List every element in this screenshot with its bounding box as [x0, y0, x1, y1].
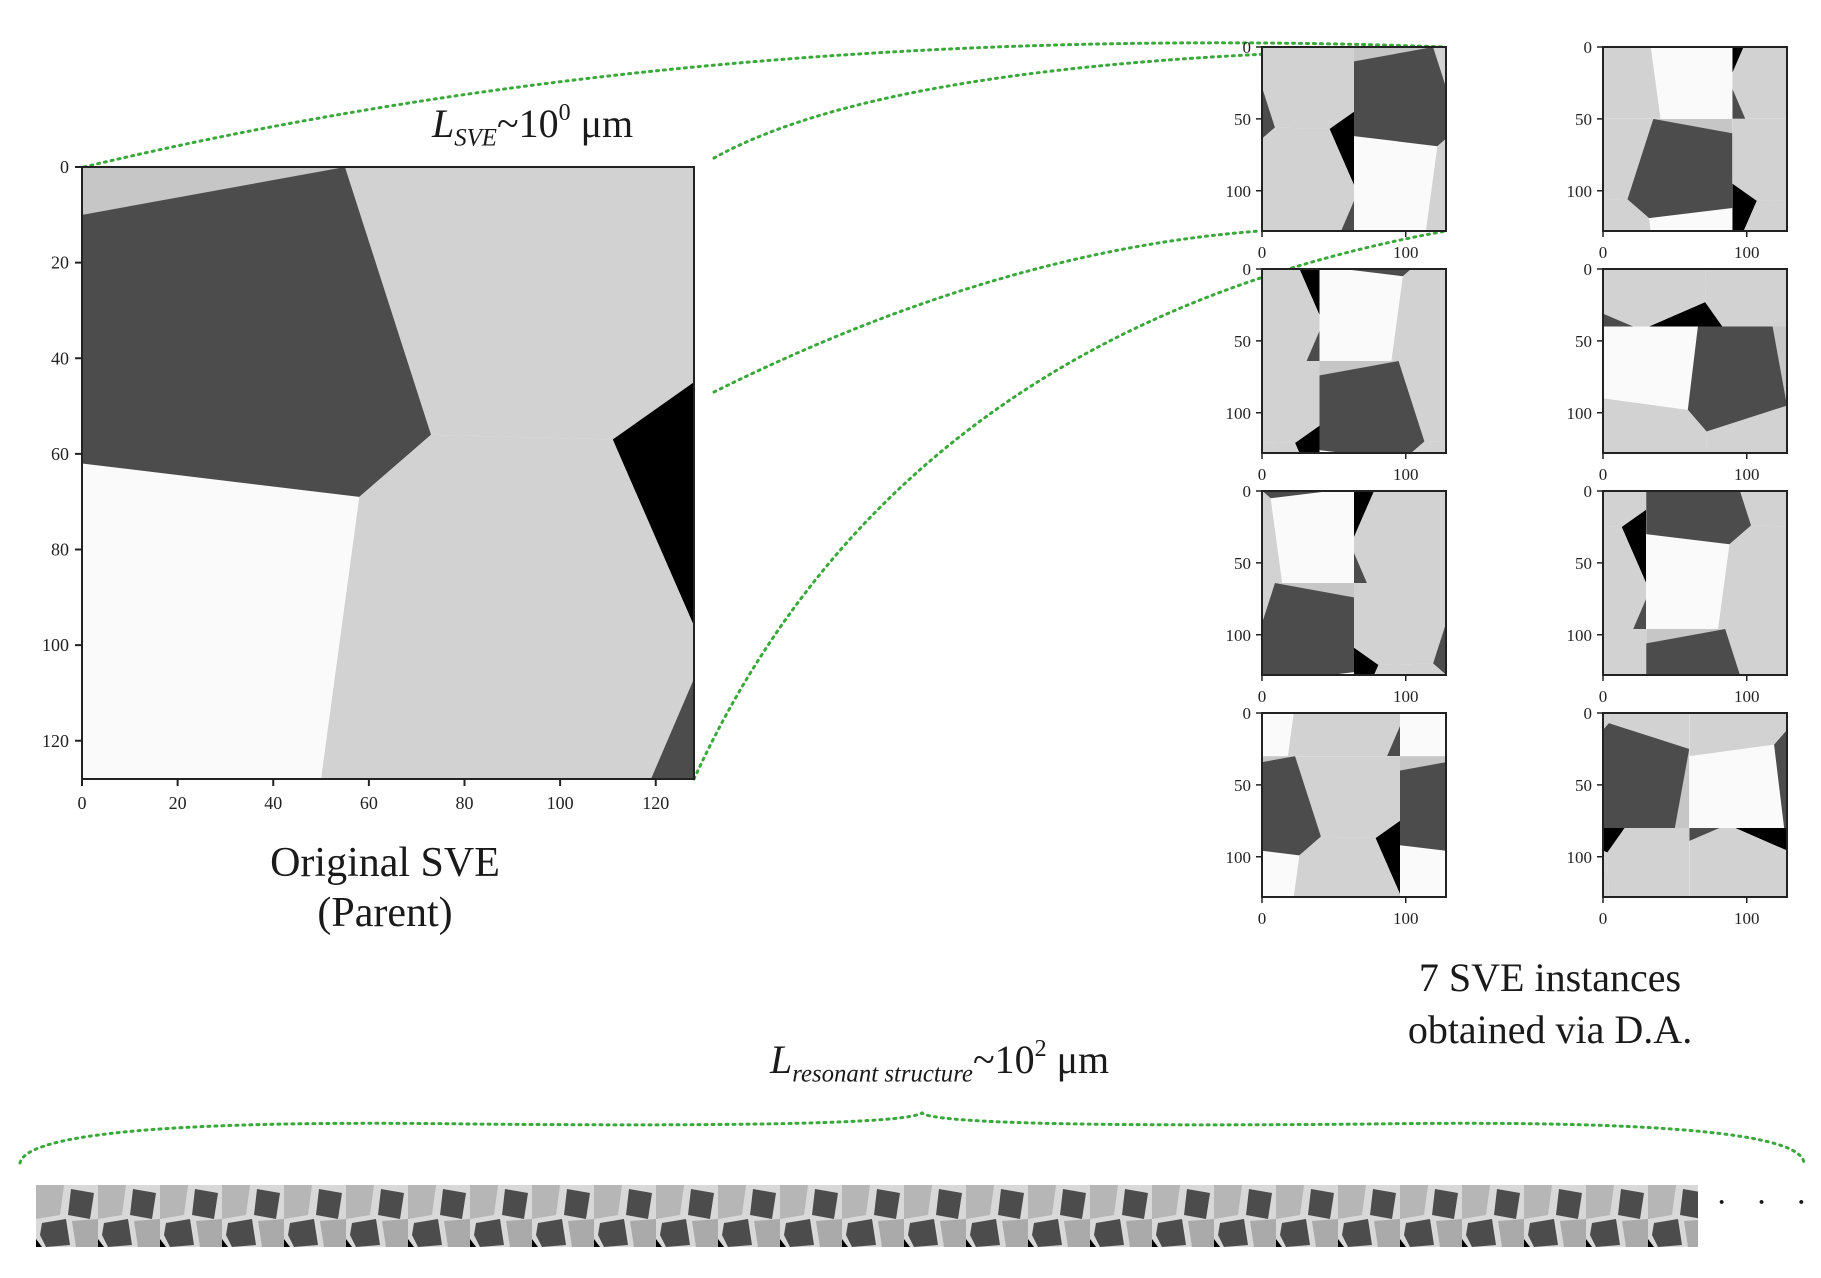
instance-y-tick-label: 50 — [1575, 332, 1592, 351]
parent-x-tick-label: 20 — [169, 793, 187, 813]
parent-y-tick-label: 100 — [42, 635, 69, 655]
instance-y-tick-label: 50 — [1234, 776, 1251, 795]
parent-x-tick-label: 80 — [456, 793, 474, 813]
connector-line — [712, 229, 1262, 394]
instances-caption: 7 SVE instances obtained via D.A. — [1340, 952, 1760, 1056]
parent-sve-plot: 0 20 40 60 80 100 120 0 20 40 60 80 100 120 — [42, 157, 695, 813]
sve-instance: 0 50 100 0 100 — [1226, 260, 1447, 484]
instance-y-tick-label: 50 — [1234, 332, 1251, 351]
instance-x-tick-label: 100 — [1734, 909, 1760, 928]
connector-line — [18, 1111, 1806, 1165]
sve-instance: 0 50 100 0 100 — [1567, 260, 1788, 484]
instance-x-tick-label: 0 — [1599, 465, 1608, 484]
instance-y-tick-label: 100 — [1226, 626, 1252, 645]
instance-y-tick-label: 100 — [1226, 404, 1252, 423]
instance-y-tick-label: 50 — [1575, 554, 1592, 573]
instance-y-tick-label: 0 — [1243, 704, 1252, 723]
instances-caption-line1: 7 SVE instances — [1418, 955, 1682, 1000]
sve-instance: 0 50 100 0 100 — [1226, 482, 1447, 706]
instance-x-tick-label: 0 — [1258, 687, 1267, 706]
instance-y-tick-label: 0 — [1584, 482, 1593, 501]
parent-y-tick-label: 60 — [51, 444, 69, 464]
instance-y-tick-label: 0 — [1584, 38, 1593, 57]
instance-x-tick-label: 100 — [1734, 243, 1760, 262]
instance-x-tick-label: 100 — [1393, 909, 1419, 928]
parent-x-tick-label: 100 — [547, 793, 574, 813]
parent-x-tick-label: 120 — [642, 793, 669, 813]
instances-caption-line2: obtained via D.A. — [1407, 1007, 1693, 1052]
sve-instance-frame — [1261, 46, 1447, 232]
parent-caption: Original SVE (Parent) — [220, 838, 550, 938]
instance-x-tick-label: 0 — [1599, 687, 1608, 706]
connector-line — [82, 41, 1448, 169]
parent-x-tick-label: 60 — [360, 793, 378, 813]
instance-x-tick-label: 0 — [1258, 465, 1267, 484]
sve-instance-grid: 0 50 100 0 100 0 50 100 0 100 0 50 100 0 100 0 50 100 0 100… — [1226, 38, 1788, 928]
sve-instance: 0 50 100 0 100 — [1567, 482, 1788, 706]
instance-y-tick-label: 0 — [1243, 482, 1252, 501]
instance-x-tick-label: 100 — [1393, 465, 1419, 484]
instance-y-tick-label: 0 — [1584, 260, 1593, 279]
sve-instance-frame — [1261, 268, 1447, 454]
resonant-structure-strip — [36, 1185, 1698, 1247]
instance-y-tick-label: 100 — [1567, 182, 1593, 201]
parent-y-tick-label: 120 — [42, 731, 69, 751]
parent-x-tick-label: 40 — [264, 793, 282, 813]
continuation-ellipsis: · · · — [1716, 1184, 1817, 1221]
instance-y-tick-label: 100 — [1567, 404, 1593, 423]
parent-microstructure — [82, 167, 694, 779]
sve-instance-frame — [1261, 490, 1447, 676]
sve-instance-frame — [1602, 268, 1788, 454]
parent-x-tick-label: 0 — [78, 793, 87, 813]
sve-length-scale: LSVE~100 μm — [432, 100, 634, 152]
instance-y-tick-label: 100 — [1567, 626, 1593, 645]
instance-x-tick-label: 100 — [1734, 687, 1760, 706]
instance-x-tick-label: 100 — [1734, 465, 1760, 484]
instance-y-tick-label: 50 — [1234, 110, 1251, 129]
parent-y-tick-label: 40 — [51, 348, 69, 368]
sve-instance: 0 50 100 0 100 — [1567, 38, 1788, 262]
sve-instance-frame — [1602, 712, 1788, 898]
instance-y-tick-label: 0 — [1243, 260, 1252, 279]
parent-y-tick-label: 80 — [51, 540, 69, 560]
strip-tiles — [36, 1185, 1698, 1247]
sve-instance-frame — [1261, 712, 1447, 898]
instance-y-tick-label: 0 — [1584, 704, 1593, 723]
instance-x-tick-label: 0 — [1599, 243, 1608, 262]
sve-instance: 0 50 100 0 100 — [1226, 38, 1447, 262]
connector-line — [692, 229, 1448, 781]
resonant-length-scale: Lresonant structure~102 μm — [770, 1036, 1110, 1088]
instance-y-tick-label: 100 — [1226, 848, 1252, 867]
sve-instance-frame — [1602, 490, 1788, 676]
sve-instance-frame — [1602, 46, 1788, 232]
instance-x-tick-label: 0 — [1599, 909, 1608, 928]
sve-instance: 0 50 100 0 100 — [1226, 704, 1447, 928]
instance-x-tick-label: 100 — [1393, 243, 1419, 262]
instance-x-tick-label: 100 — [1393, 687, 1419, 706]
instance-y-tick-label: 100 — [1226, 182, 1252, 201]
instance-y-tick-label: 50 — [1234, 554, 1251, 573]
instance-y-tick-label: 50 — [1575, 776, 1592, 795]
instance-y-tick-label: 100 — [1567, 848, 1593, 867]
instance-y-tick-label: 50 — [1575, 110, 1592, 129]
parent-axes-frame — [81, 166, 695, 780]
instance-y-tick-label: 0 — [1243, 38, 1252, 57]
sve-instance: 0 50 100 0 100 — [1567, 704, 1788, 928]
instance-x-tick-label: 0 — [1258, 909, 1267, 928]
parent-caption-line1: Original SVE — [270, 840, 500, 886]
parent-y-tick-label: 0 — [60, 157, 69, 177]
parent-caption-line2: (Parent) — [317, 890, 453, 936]
parent-y-tick-label: 20 — [51, 253, 69, 273]
instance-x-tick-label: 0 — [1258, 243, 1267, 262]
